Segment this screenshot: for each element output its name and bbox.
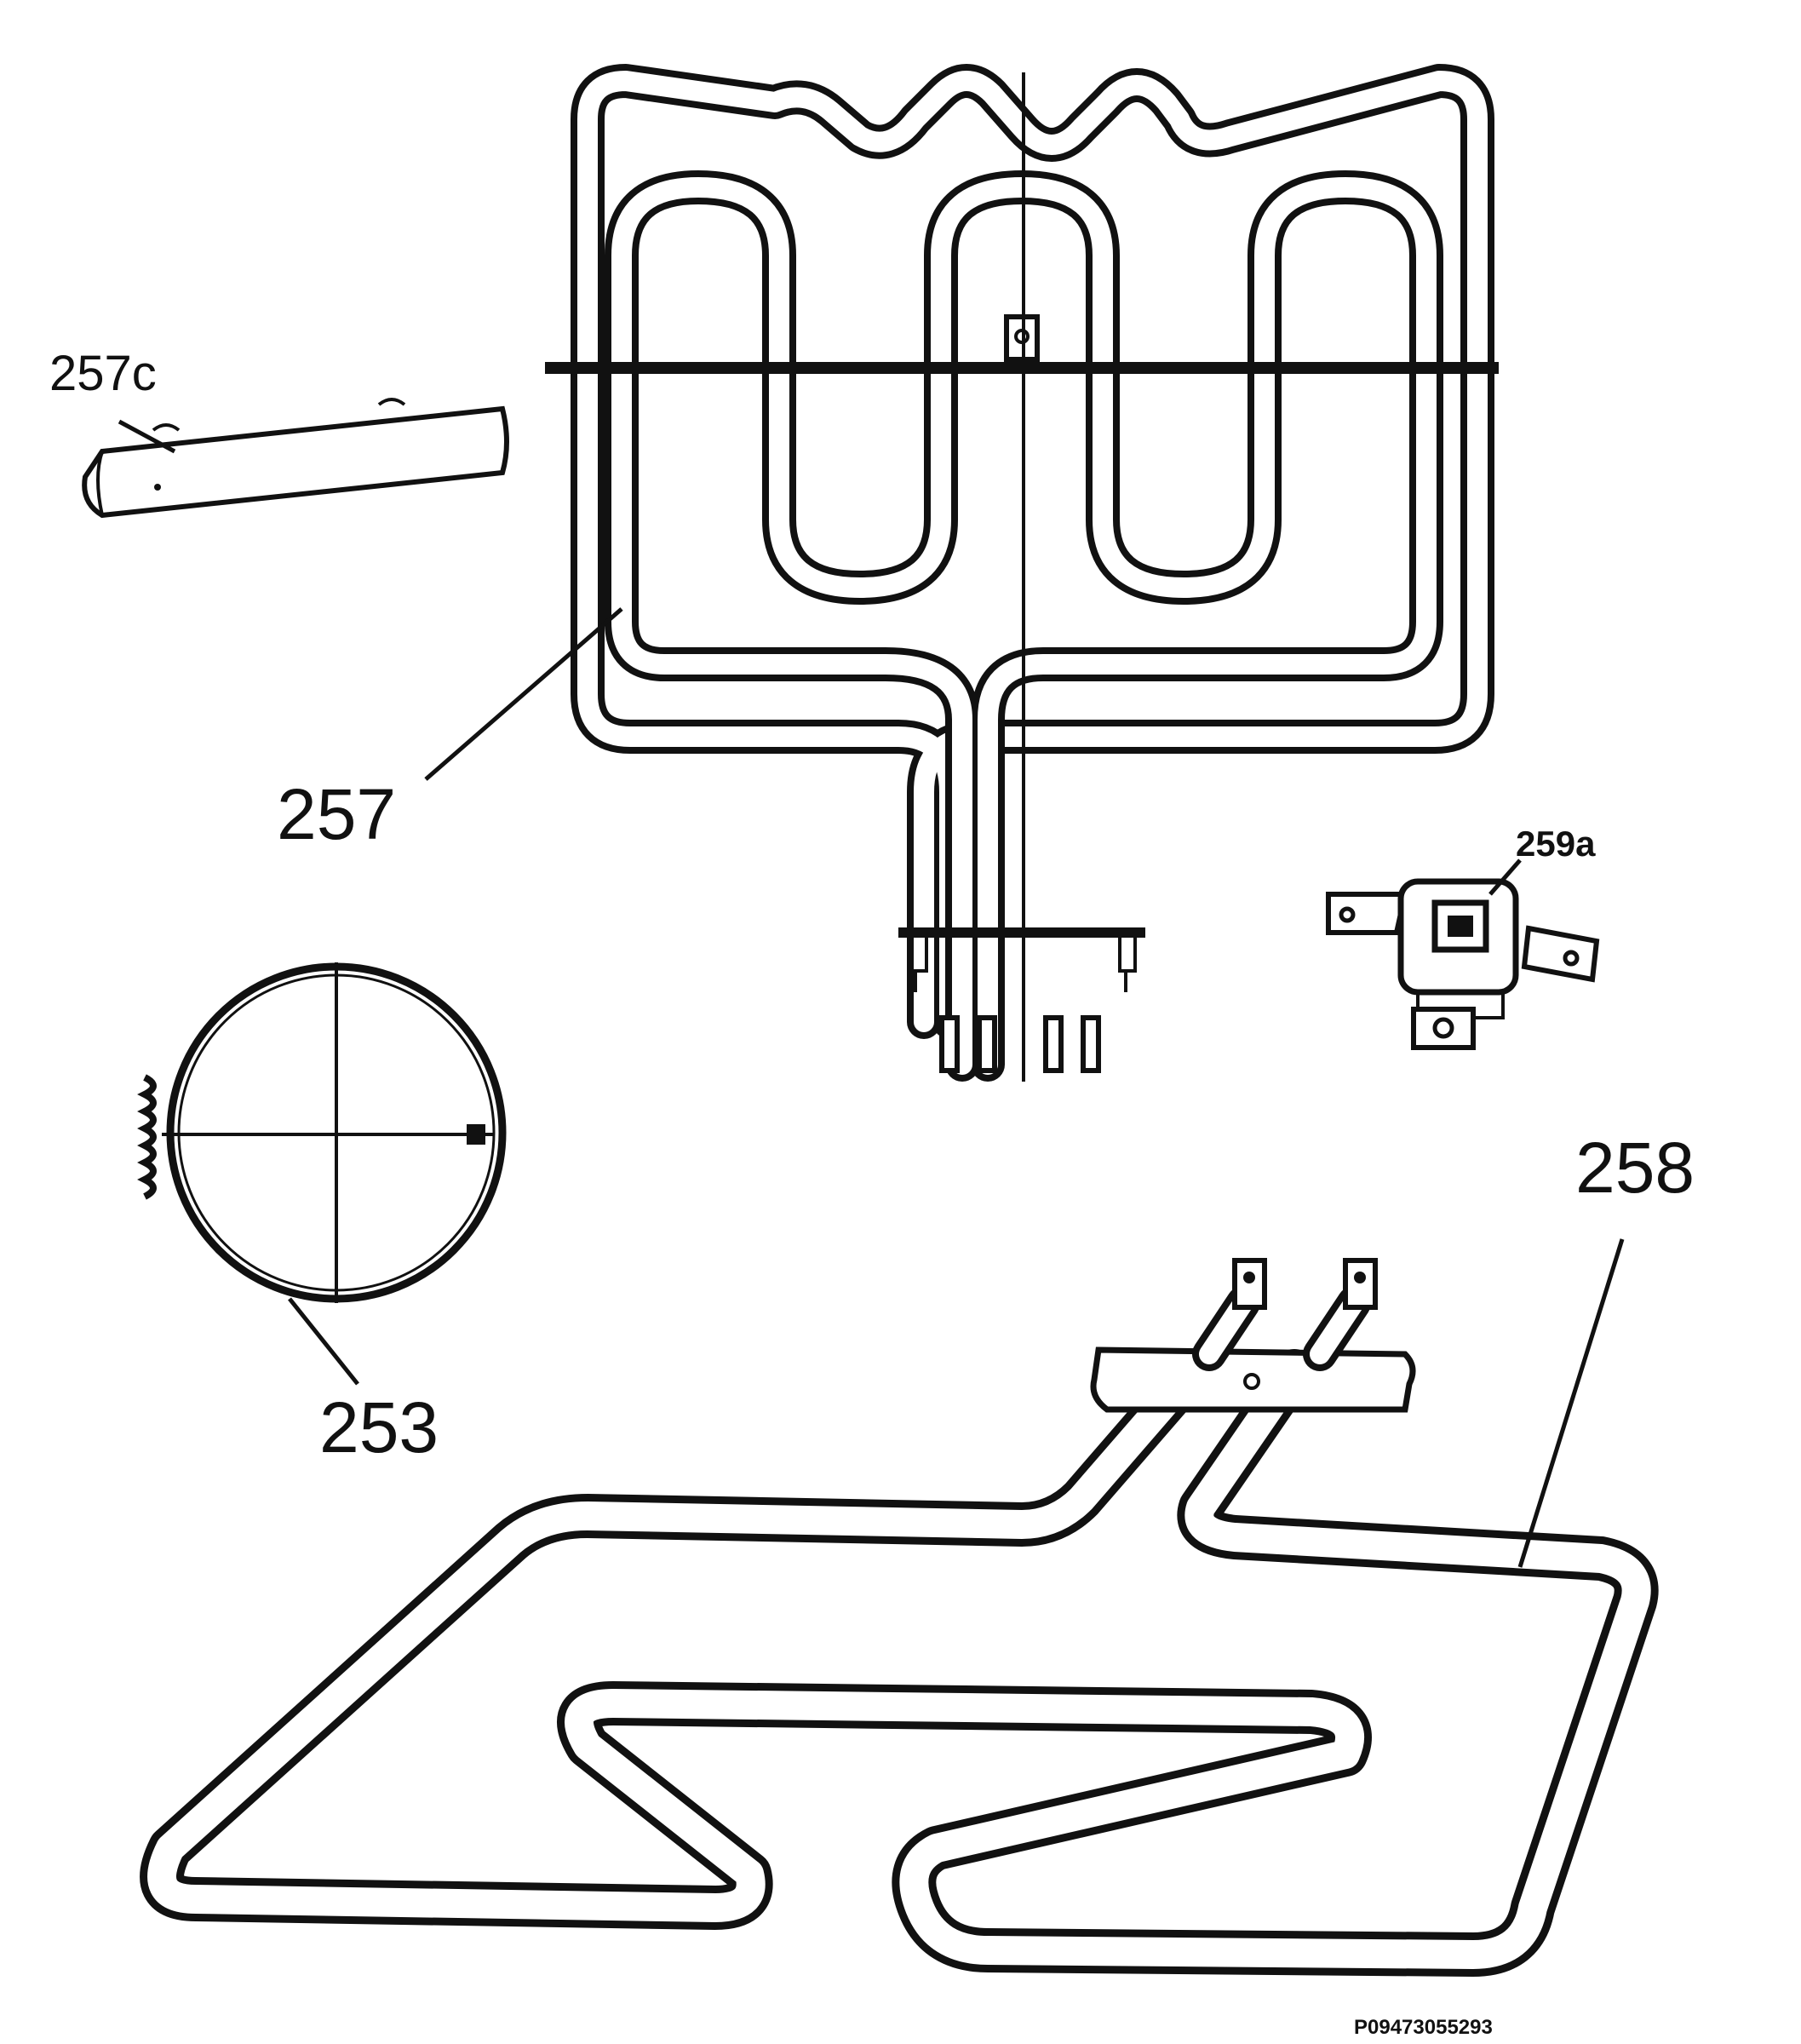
grill-element-257: [545, 64, 1499, 1082]
leader-258: [1517, 1238, 1625, 1568]
leader-253: [288, 1297, 359, 1386]
drawing-code: P09473055293: [1354, 2016, 1493, 2039]
thermostat-259a: [1326, 878, 1600, 1050]
circular-element-253: [137, 962, 507, 1303]
label-257c: 257c: [49, 346, 157, 401]
leader-257: [424, 607, 623, 781]
cover-strip-257c: [82, 398, 509, 519]
label-259a: 259a: [1516, 824, 1596, 864]
label-253: 253: [319, 1387, 439, 1467]
leader-257c: [118, 419, 176, 454]
leader-259a: [1488, 858, 1522, 896]
label-257: 257: [277, 774, 396, 854]
bottom-element-258: [140, 1258, 1659, 1977]
label-258: 258: [1575, 1128, 1695, 1208]
